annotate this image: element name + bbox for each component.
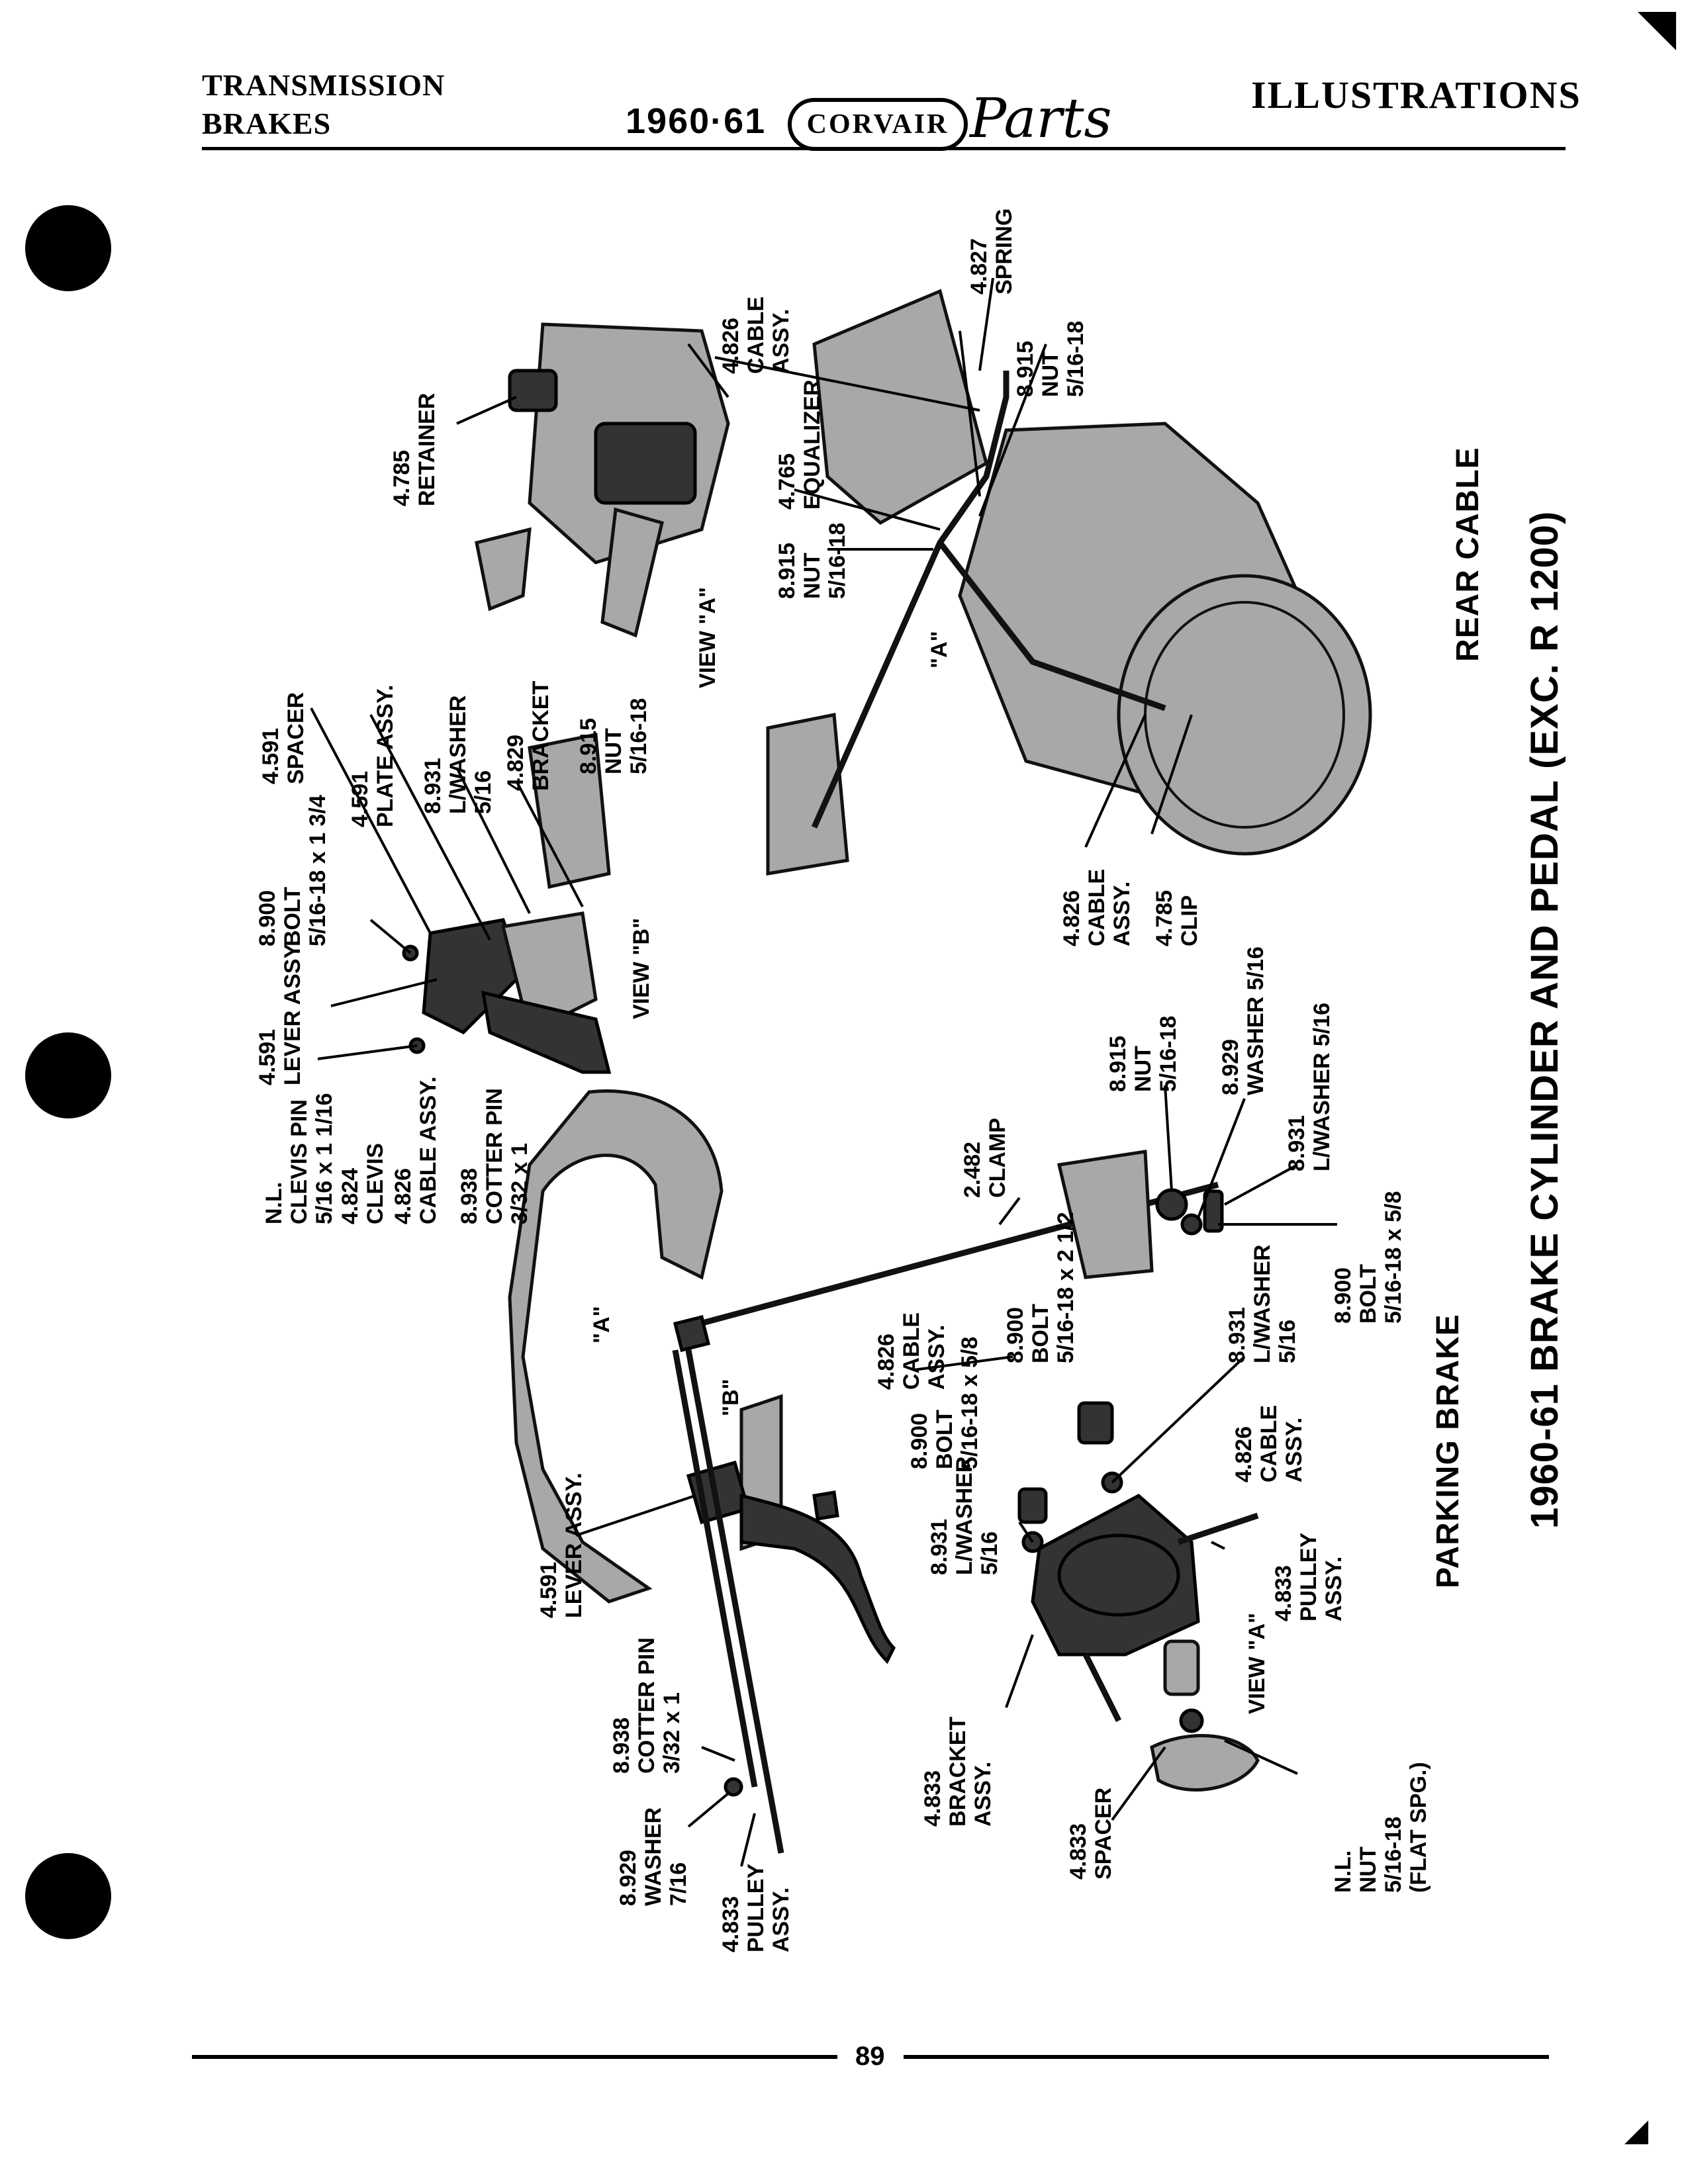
callout-clamp: 2.482 CLAMP xyxy=(960,1118,1010,1198)
view-b-lever-drawing xyxy=(402,733,612,1074)
marker-b-lever: "B" xyxy=(718,1379,743,1416)
marker-a-rear: "A" xyxy=(927,631,952,668)
callout-cable-assy-rear: 4.826 CABLE ASSY. xyxy=(1059,868,1135,946)
callout-bolt-a-short: 8.900 BOLT 5/16-18 x 5/8 xyxy=(907,1336,982,1469)
header-section-label: TRANSMISSION BRAKES xyxy=(202,66,445,143)
header-rule xyxy=(202,147,1566,150)
callout-cable-assy-top: 4.826 CABLE ASSY. xyxy=(718,296,794,374)
callout-pulley-assy-a: 4.833 PULLEY ASSY. xyxy=(1271,1532,1346,1621)
callout-nut-pb: 8.915 NUT 5/16-18 xyxy=(1105,1015,1181,1092)
logo-year: 1960·61 xyxy=(626,101,767,141)
callout-clevis: 4.824 CLEVIS xyxy=(338,1143,388,1224)
callout-pulley-assy-pb: 4.833 PULLEY ASSY. xyxy=(718,1863,794,1952)
parking-brake-drawing xyxy=(508,1089,1219,1854)
page-number: 89 xyxy=(855,2042,885,2071)
callout-nut-rear-mid: 8.915 NUT 5/16-18 xyxy=(774,522,850,599)
binder-hole-top xyxy=(25,205,111,291)
callout-bolt-a-long: 8.900 BOLT 5/16-18 x 2 1/2 xyxy=(1003,1212,1078,1363)
view-a-bottom-label: VIEW "A" xyxy=(1244,1612,1270,1714)
rear-cable-drawing xyxy=(766,289,1372,876)
callout-nut-flat-spg: N.L. NUT 5/16-18 (FLAT SPG.) xyxy=(1331,1762,1431,1893)
callout-nut-b: 8.915 NUT 5/16-18 xyxy=(576,698,651,774)
callout-cotter-pin-b: 8.938 COTTER PIN 3/32 x 1 xyxy=(457,1088,532,1224)
view-a-retainer-drawing xyxy=(475,322,730,638)
callout-lwasher-pb: 8.931 L/WASHER 5/16 xyxy=(1284,1002,1335,1171)
page-title: 1960-61 BRAKE CYLINDER AND PEDAL (EXC. R… xyxy=(1523,510,1566,1529)
header-brakes: BRAKES xyxy=(202,107,332,140)
view-a-top-label: VIEW "A" xyxy=(695,586,720,688)
callout-lever-assy-b: 4.591 LEVER ASSY. xyxy=(255,940,305,1085)
header-illustrations: ILLUSTRATIONS xyxy=(1251,73,1581,116)
callout-bracket-b: 4.829 BRACKET xyxy=(503,680,553,791)
view-a-pulley-bracket-drawing xyxy=(1017,1188,1260,1792)
callout-cotter-pin-pb: 8.938 COTTER PIN 3/32 x 1 xyxy=(609,1637,684,1774)
callout-bolt-b: 8.900 BOLT 5/16-18 x 1 3/4 xyxy=(255,795,330,946)
callout-lever-assy-pb: 4.591 LEVER ASSY. xyxy=(536,1473,586,1618)
callout-washer-pb-left: 8.929 WASHER 7/16 xyxy=(616,1807,691,1906)
section-parking-brake: PARKING BRAKE xyxy=(1430,1314,1466,1588)
callout-clip: 4.785 CLIP xyxy=(1152,889,1202,946)
footer-rule-left xyxy=(192,2055,837,2059)
callout-nut-rear-top: 8.915 NUT 5/16-18 xyxy=(1013,320,1088,397)
callout-cable-assy-a: 4.826 CABLE ASSY. xyxy=(1231,1404,1307,1482)
callout-bracket-assy-a: 4.833 BRACKET ASSY. xyxy=(920,1716,996,1827)
view-b-label: VIEW "B" xyxy=(629,917,654,1019)
callout-bolt-pb: 8.900 BOLT 5/16-18 x 5/8 xyxy=(1331,1191,1406,1324)
header-transmission: TRANSMISSION xyxy=(202,68,445,102)
callout-spacer-a: 4.833 SPACER xyxy=(1066,1787,1116,1880)
logo-parts-script: Parts xyxy=(970,87,1112,150)
callout-plate-assy: 4.591 PLATE ASSY. xyxy=(348,684,398,827)
callout-washer-pb: 8.929 WASHER 5/16 xyxy=(1218,946,1268,1095)
callout-spacer-b: 4.591 SPACER xyxy=(258,692,308,784)
callout-spring: 4.827 SPRING xyxy=(966,208,1017,295)
callout-retainer: 4.785 RETAINER xyxy=(389,392,440,506)
callout-clevis-pin: N.L. CLEVIS PIN 5/16 x 1 1/16 xyxy=(261,1093,337,1224)
section-rear-cable: REAR CABLE xyxy=(1450,447,1485,662)
callout-lwasher-a-left: 8.931 L/WASHER 5/16 xyxy=(927,1456,1002,1575)
binder-hole-bottom xyxy=(25,1853,111,1939)
marker-a-cable: "A" xyxy=(589,1306,614,1343)
callout-lwasher-b: 8.931 L/WASHER 5/16 xyxy=(420,695,496,814)
callout-equalizer: 4.765 EQUALIZER xyxy=(774,379,825,510)
callout-cable-assy-b: 4.826 CABLE ASSY. xyxy=(391,1076,441,1224)
binder-hole-middle xyxy=(25,1032,111,1118)
callout-lwasher-a-right: 8.931 L/WASHER 5/16 xyxy=(1225,1244,1300,1363)
corner-mark-bottom xyxy=(1624,2120,1648,2144)
footer-rule-right xyxy=(904,2055,1549,2059)
corner-mark-top xyxy=(1638,12,1676,50)
callout-leader-lines xyxy=(310,277,1337,1867)
